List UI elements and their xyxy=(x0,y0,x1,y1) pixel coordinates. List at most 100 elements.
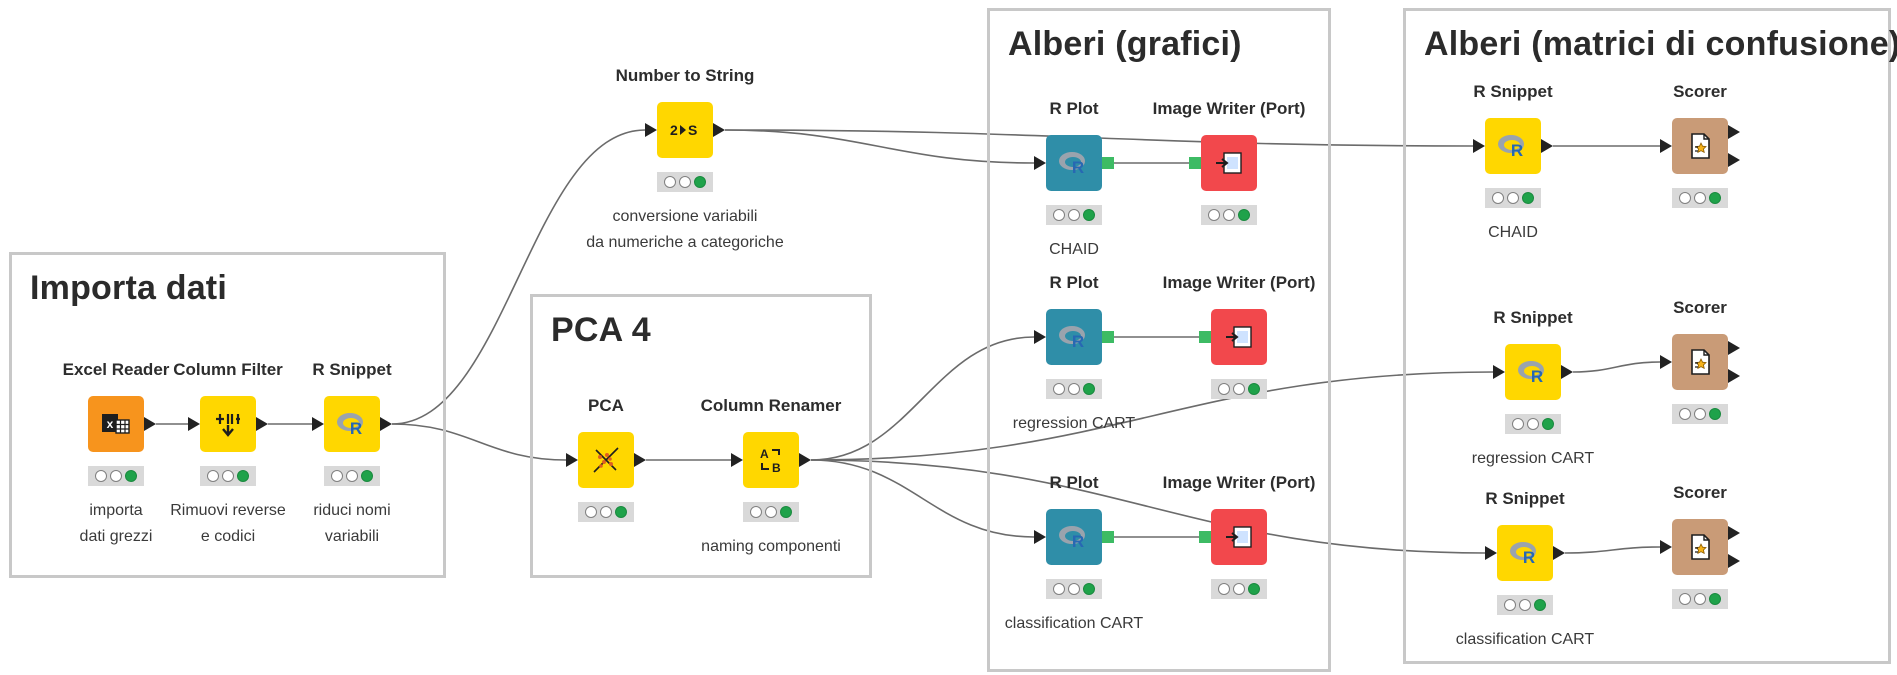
output-port[interactable] xyxy=(144,417,156,431)
node-label[interactable]: conversione variabili da numeriche a cat… xyxy=(586,208,784,251)
input-port[interactable] xyxy=(731,453,743,467)
connection-column-renamer-to-r-snippet-regression[interactable] xyxy=(810,371,1494,461)
node-scorer-regression[interactable]: Scorer xyxy=(1660,298,1740,424)
node-label[interactable]: classification CART xyxy=(1004,615,1144,632)
output-port[interactable] xyxy=(634,453,646,467)
input-port[interactable] xyxy=(1034,330,1046,344)
node-icon-box[interactable] xyxy=(578,432,634,488)
node-pca[interactable]: PCA xyxy=(566,396,646,522)
image-output-port[interactable] xyxy=(1102,331,1114,343)
node-image-writer-3[interactable]: Image Writer (Port) xyxy=(1163,473,1315,599)
output-port[interactable] xyxy=(1541,139,1553,153)
output-port[interactable] xyxy=(1553,546,1565,560)
node-icon-box[interactable]: x xyxy=(88,396,144,452)
node-icon-box[interactable]: R xyxy=(1046,135,1102,191)
node-icon-box[interactable] xyxy=(200,396,256,452)
annotation-alberi-matrici[interactable]: Alberi (matrici di confusione) xyxy=(1403,8,1897,664)
node-label[interactable]: classification CART xyxy=(1455,631,1595,648)
connection-r-snippet-classification-to-scorer-classification[interactable] xyxy=(1564,546,1661,554)
node-label[interactable]: CHAID xyxy=(1049,241,1099,258)
node-icon-box[interactable]: R xyxy=(1046,309,1102,365)
node-image-writer-2[interactable]: Image Writer (Port) xyxy=(1163,273,1315,399)
input-port[interactable] xyxy=(312,417,324,431)
output-port[interactable] xyxy=(380,417,392,431)
node-image-writer-1[interactable]: Image Writer (Port) xyxy=(1153,99,1305,225)
node-label[interactable]: regression CART xyxy=(1012,415,1136,432)
connection-r-snippet-import-to-pca[interactable] xyxy=(391,423,567,461)
output-port[interactable] xyxy=(1728,526,1740,540)
node-label[interactable]: Rimuovi reverse e codici xyxy=(170,502,286,545)
input-port[interactable] xyxy=(1034,530,1046,544)
input-port[interactable] xyxy=(1473,139,1485,153)
output-port[interactable] xyxy=(799,453,811,467)
input-port[interactable] xyxy=(188,417,200,431)
connection-r-snippet-import-to-number-to-string[interactable] xyxy=(391,129,646,425)
status-traffic-light xyxy=(1211,379,1267,399)
connection-number-to-string-to-r-plot-chaid[interactable] xyxy=(724,129,1035,164)
node-icon-box[interactable]: R xyxy=(1485,118,1541,174)
input-port[interactable] xyxy=(1660,355,1672,369)
input-port[interactable] xyxy=(1493,365,1505,379)
node-icon-box[interactable]: R xyxy=(1505,344,1561,400)
node-icon-box[interactable] xyxy=(1672,118,1728,174)
input-port[interactable] xyxy=(1199,531,1211,543)
output-port[interactable] xyxy=(1728,341,1740,355)
annotation-title: Alberi (matrici di confusione) xyxy=(1424,25,1897,63)
node-label[interactable]: riduci nomi variabili xyxy=(313,502,391,545)
node-icon-box[interactable] xyxy=(1211,509,1267,565)
node-scorer-classification[interactable]: Scorer xyxy=(1660,483,1740,609)
node-icon-box[interactable]: R xyxy=(1046,509,1102,565)
input-port[interactable] xyxy=(1660,139,1672,153)
node-icon-box[interactable] xyxy=(1211,309,1267,365)
output-port[interactable] xyxy=(1561,365,1573,379)
node-icon-box[interactable] xyxy=(1672,519,1728,575)
output-port[interactable] xyxy=(1728,369,1740,383)
annotation-importa-dati[interactable]: Importa dati xyxy=(9,252,446,578)
connection-column-renamer-to-r-snippet-classification[interactable] xyxy=(810,459,1486,554)
node-scorer-chaid[interactable]: Scorer xyxy=(1660,82,1740,208)
node-label[interactable]: importa dati grezzi xyxy=(79,502,153,545)
node-label[interactable]: CHAID xyxy=(1488,224,1538,241)
input-port[interactable] xyxy=(1660,540,1672,554)
output-port[interactable] xyxy=(713,123,725,137)
connection-r-snippet-regression-to-scorer-regression[interactable] xyxy=(1572,361,1661,373)
node-icon-box[interactable]: R xyxy=(1497,525,1553,581)
status-traffic-light xyxy=(743,502,799,522)
output-port[interactable] xyxy=(1728,125,1740,139)
r-logo-icon: R xyxy=(1508,538,1542,568)
annotation-pca-4[interactable]: PCA 4 xyxy=(530,294,872,578)
node-icon-box[interactable] xyxy=(1672,334,1728,390)
input-port[interactable] xyxy=(1189,157,1201,169)
annotation-alberi-grafici[interactable]: Alberi (grafici) xyxy=(987,8,1331,672)
connection-column-renamer-to-r-plot-classification[interactable] xyxy=(810,459,1035,538)
node-label[interactable]: regression CART xyxy=(1471,450,1595,467)
output-port[interactable] xyxy=(1728,554,1740,568)
status-traffic-light xyxy=(1505,414,1561,434)
input-port[interactable] xyxy=(1199,331,1211,343)
image-output-port[interactable] xyxy=(1102,531,1114,543)
input-port[interactable] xyxy=(645,123,657,137)
output-port[interactable] xyxy=(1728,153,1740,167)
input-port[interactable] xyxy=(566,453,578,467)
output-port[interactable] xyxy=(256,417,268,431)
input-port[interactable] xyxy=(1485,546,1497,560)
input-port[interactable] xyxy=(1034,156,1046,170)
node-label[interactable]: naming componenti xyxy=(701,538,841,555)
node-icon-box[interactable]: R xyxy=(324,396,380,452)
node-icon-box[interactable] xyxy=(1201,135,1257,191)
connection-column-renamer-to-r-plot-regression[interactable] xyxy=(810,336,1035,461)
image-output-port[interactable] xyxy=(1102,157,1114,169)
